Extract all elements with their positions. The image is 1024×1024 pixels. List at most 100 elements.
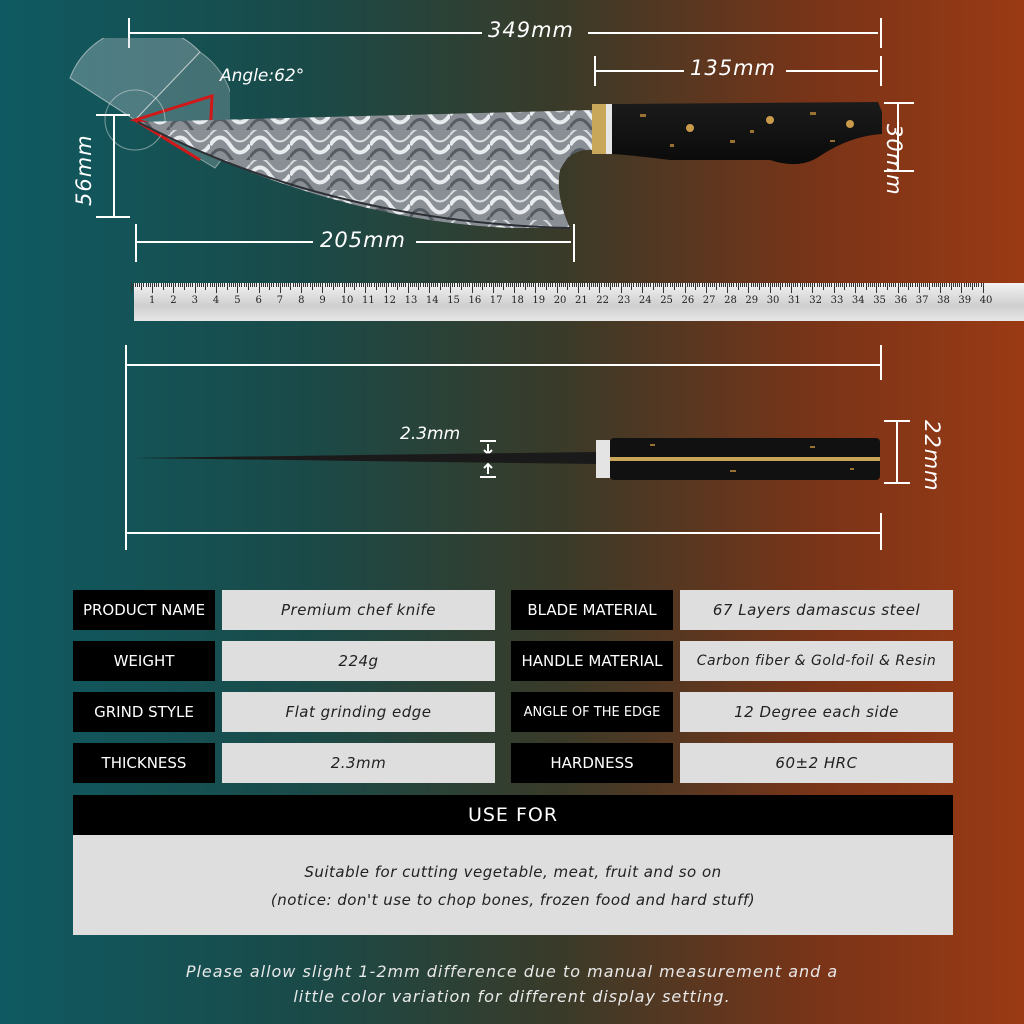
ruler-number: 2 — [170, 295, 177, 306]
thickness-bottom-tick — [480, 476, 496, 478]
ruler-tick — [505, 283, 507, 287]
ruler-tick — [923, 283, 925, 287]
ruler-tick — [503, 283, 505, 290]
ruler-tick — [682, 283, 684, 287]
ruler-tick — [194, 283, 196, 293]
ruler-tick — [861, 283, 863, 287]
blade-height-top-tick — [96, 114, 130, 116]
ruler-tick — [791, 283, 792, 293]
ruler-tick — [431, 283, 433, 287]
ruler-tick — [614, 283, 616, 287]
ruler-tick — [658, 283, 660, 287]
ruler-tick — [318, 283, 320, 287]
ruler-tick — [264, 283, 266, 287]
ruler-tick — [793, 283, 795, 287]
ruler-tick — [445, 283, 447, 287]
ruler-tick — [648, 283, 650, 287]
angle-label: Angle:62° — [220, 66, 305, 86]
ruler-tick — [196, 283, 198, 287]
ruler-tick — [588, 283, 590, 290]
ruler-tick — [812, 283, 814, 293]
thickness-top-tick — [480, 440, 496, 442]
ruler-tick — [392, 283, 394, 287]
ruler-tick — [396, 283, 398, 290]
ruler-tick — [780, 283, 782, 290]
ruler-tick — [575, 283, 577, 287]
ruler-tick — [618, 283, 620, 287]
ruler-tick — [173, 283, 175, 293]
ruler-tick — [335, 283, 337, 287]
ruler-number: 14 — [425, 295, 439, 306]
ruler-tick — [305, 283, 307, 287]
ruler-tick — [428, 283, 430, 293]
spec-thickness-value: 2.3mm — [222, 743, 495, 783]
ruler-tick — [177, 283, 179, 287]
ruler-tick — [262, 283, 264, 287]
ruler-tick — [737, 283, 739, 290]
ruler-number: 6 — [255, 295, 262, 306]
ruler-tick — [609, 283, 611, 290]
ruler-tick — [362, 283, 364, 287]
ruler-tick — [867, 283, 869, 287]
spec-angle-label: ANGLE OF THE EDGE — [511, 692, 673, 732]
ruler-tick — [154, 283, 156, 287]
ruler-tick — [286, 283, 288, 287]
ruler-tick — [324, 283, 326, 287]
ruler-number: 24 — [638, 295, 652, 306]
ruler-tick — [839, 283, 841, 287]
ruler-tick — [663, 283, 665, 293]
ruler-tick — [275, 283, 277, 287]
ruler-tick — [179, 283, 181, 287]
ruler-tick — [341, 283, 343, 287]
use-for-line-2: (notice: don't use to chop bones, frozen… — [270, 891, 756, 909]
ruler-number: 18 — [511, 295, 524, 306]
ruler-tick — [462, 283, 464, 287]
ruler-tick — [769, 283, 771, 293]
ruler-tick — [701, 283, 703, 287]
ruler-tick — [592, 283, 594, 287]
ruler-tick — [382, 283, 384, 287]
ruler-tick — [624, 283, 626, 287]
ruler-tick — [354, 283, 356, 290]
ruler-tick — [326, 283, 328, 287]
spec-blade-material-value: 67 Layers damascus steel — [680, 590, 953, 630]
blade-height-bottom-tick — [96, 216, 130, 218]
ruler-tick — [371, 283, 373, 287]
ruler-tick — [388, 283, 390, 287]
ruler-tick — [829, 283, 831, 287]
ruler-number: 38 — [937, 295, 950, 306]
handle-left-tick — [594, 56, 596, 86]
ruler-tick — [443, 283, 445, 287]
ruler-tick — [914, 283, 916, 287]
ruler-tick — [409, 283, 411, 287]
ruler-tick — [339, 283, 341, 287]
ruler-tick — [284, 283, 286, 287]
ruler-tick — [269, 283, 271, 290]
frame-left-line — [125, 345, 127, 550]
ruler-tick — [944, 283, 946, 287]
handle-thickness-label: 22mm — [920, 420, 944, 492]
spec-thickness-label: THICKNESS — [73, 743, 215, 783]
ruler-number: 8 — [298, 295, 305, 306]
ruler-tick — [844, 283, 846, 290]
ruler-tick — [541, 283, 543, 287]
ruler-tick — [835, 283, 837, 287]
ruler-tick — [558, 283, 560, 287]
ruler-tick — [893, 283, 895, 287]
ruler-tick — [352, 283, 354, 287]
ruler-tick — [171, 283, 173, 287]
ruler-tick — [869, 283, 871, 287]
ruler-tick — [948, 283, 950, 287]
overall-left-tick — [128, 18, 130, 48]
ruler-tick — [825, 283, 827, 287]
ruler-tick — [882, 283, 884, 287]
ruler-tick — [488, 283, 490, 287]
ruler-tick — [612, 283, 614, 287]
handle-height-bottom-tick — [884, 170, 914, 172]
ruler-tick — [247, 283, 249, 290]
ruler-number: 33 — [830, 295, 844, 306]
ruler-tick — [526, 283, 528, 287]
ruler-tick — [903, 283, 905, 287]
ruler-tick — [218, 283, 220, 287]
